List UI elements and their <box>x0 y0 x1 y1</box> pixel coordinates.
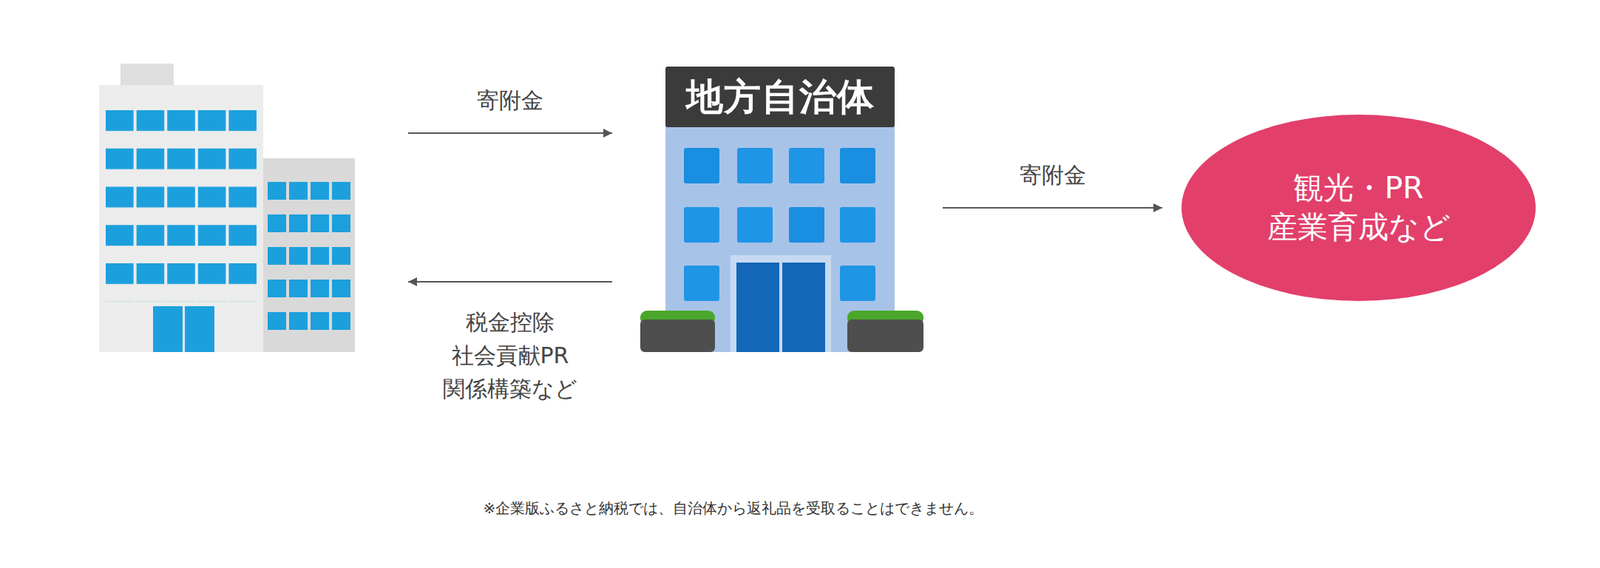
arrow-label: 寄附金 <box>476 83 544 117</box>
door <box>184 306 215 352</box>
windows <box>105 110 257 302</box>
ellipse-outline <box>1181 114 1536 301</box>
topic-ellipse: 観光・PR 産業育成など <box>1181 114 1536 301</box>
sign-board <box>665 66 895 128</box>
label-box: 寄附金 <box>140 83 880 117</box>
municipality-building: 地方自治体 <box>638 66 924 352</box>
benefit-arrow <box>408 280 613 283</box>
label-box: ※企業版ふるさと納税では、自治体から返礼品を受取ることはできません。 <box>363 496 1104 520</box>
window <box>788 207 825 243</box>
door <box>153 306 183 352</box>
building-tower <box>99 85 264 352</box>
window <box>839 147 876 184</box>
door-frame <box>730 255 832 352</box>
sign-text: 地方自治体 <box>665 66 895 128</box>
building-wing <box>263 158 355 352</box>
donation-arrow <box>942 207 1163 209</box>
window <box>683 265 720 301</box>
window <box>683 207 720 243</box>
planter <box>640 319 715 352</box>
roof-box <box>120 63 174 86</box>
footnote: ※企業版ふるさと納税では、自治体から返礼品を受取ることはできません。 <box>483 496 985 520</box>
planter <box>847 319 924 352</box>
window <box>839 265 876 301</box>
label-box: 税金控除 社会貢献PR 関係構築など <box>140 305 880 406</box>
edge-label: 寄附金 <box>1016 158 1090 192</box>
windows <box>267 181 351 330</box>
window <box>839 207 876 243</box>
topic-text: 観光・PR 産業育成など <box>1259 168 1459 248</box>
ellipse-shape <box>1181 114 1536 301</box>
window <box>683 147 720 184</box>
door <box>782 262 826 352</box>
edge-label-box: 寄附金 <box>831 158 1275 192</box>
window <box>788 147 825 184</box>
door <box>736 262 780 352</box>
company-building <box>99 63 355 352</box>
window <box>737 207 773 243</box>
window <box>737 147 773 184</box>
arrow-label: 税金控除 社会貢献PR 関係構築など <box>436 305 584 406</box>
donation-arrow <box>408 132 613 134</box>
